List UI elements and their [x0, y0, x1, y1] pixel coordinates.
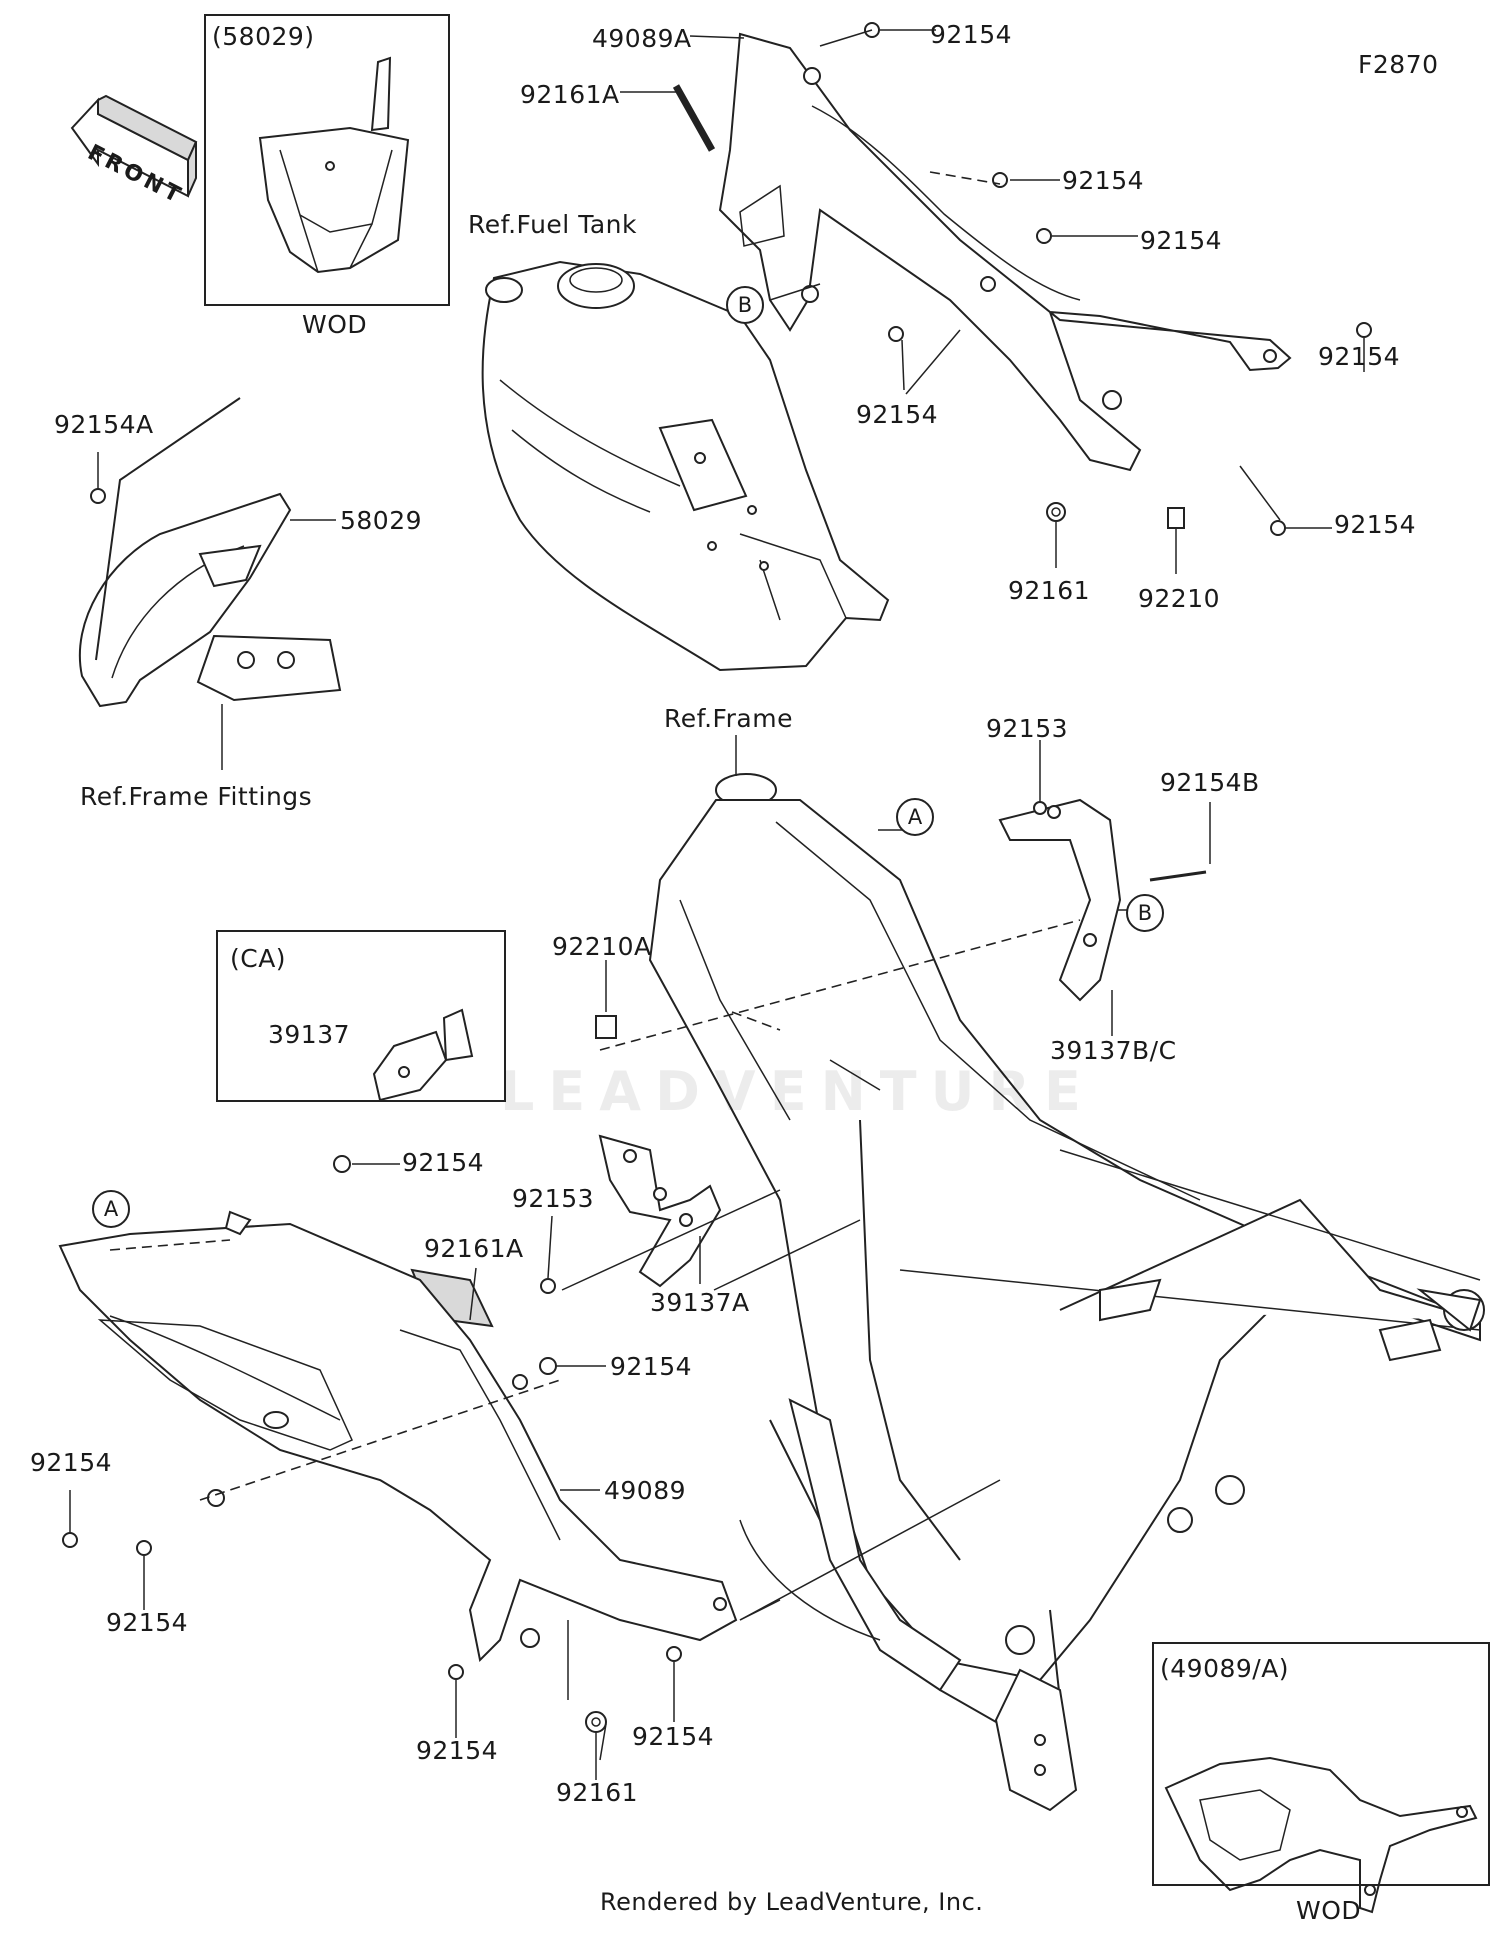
callout-b-upper: B: [726, 286, 764, 324]
part-92154-r4: 92154: [1334, 510, 1417, 539]
part-92154-b2: 92154: [632, 1722, 715, 1751]
part-92210A: 92210A: [552, 932, 652, 961]
inset-cover-caption: WOD: [1296, 1896, 1362, 1925]
part-92154-b1: 92154: [416, 1736, 499, 1765]
ref-fuel-tank: Ref.Fuel Tank: [468, 210, 637, 239]
part-49089: 49089: [604, 1476, 687, 1505]
callout-a-shroud: A: [92, 1190, 130, 1228]
inset-ca-box: [216, 930, 506, 1102]
watermark: LEADVENTURE: [500, 1060, 1095, 1123]
part-92154-r2: 92154: [1140, 226, 1223, 255]
inset-number-plate-title: (58029): [212, 22, 315, 51]
inset-cover-box: [1152, 1642, 1490, 1886]
part-92154A: 92154A: [54, 410, 154, 439]
ref-frame-fittings: Ref.Frame Fittings: [80, 782, 313, 811]
part-92154-r3: 92154: [1318, 342, 1401, 371]
part-92161-low: 92161: [556, 1778, 639, 1807]
number-plate-drawing: [258, 56, 410, 274]
bracket-39137-drawing: [372, 1008, 474, 1102]
part-92154-mid: 92154: [856, 400, 939, 429]
bracket-39137BC-drawing: [998, 798, 1207, 1002]
part-92154-l3: 92154: [30, 1448, 113, 1477]
side-cover-49089-drawing: [58, 1210, 738, 1663]
inset-number-plate-caption: WOD: [302, 310, 368, 339]
headlight-cover-drawing: [78, 397, 342, 708]
inset-number-plate-box: [204, 14, 450, 306]
part-92153-top: 92153: [986, 714, 1069, 743]
fuel-tank-drawing: [481, 260, 890, 672]
front-arrow-icon: [70, 94, 198, 198]
inset-cover-title: (49089/A): [1160, 1654, 1290, 1683]
cover-inset-drawing: [1164, 1756, 1478, 1914]
part-92210: 92210: [1138, 584, 1221, 613]
frame-drawing: [648, 773, 1485, 1812]
footer-credit: Rendered by LeadVenture, Inc.: [600, 1888, 984, 1916]
part-92154-r1: 92154: [1062, 166, 1145, 195]
part-92154-l4: 92154: [106, 1608, 189, 1637]
part-92154-l1: 92154: [402, 1148, 485, 1177]
bracket-39137A-drawing: [598, 1134, 722, 1288]
part-92154-top: 92154: [930, 20, 1013, 49]
inset-ca-title: (CA): [230, 944, 287, 973]
ref-frame: Ref.Frame: [664, 704, 793, 733]
inset-ca-part: 39137: [268, 1020, 351, 1049]
side-cover-49089A-drawing: [718, 32, 1292, 472]
part-58029: 58029: [340, 506, 423, 535]
part-92154-l2: 92154: [610, 1352, 693, 1381]
diagram-code: F2870: [1358, 50, 1439, 79]
part-92161A-top: 92161A: [520, 80, 620, 109]
callout-a-frame: A: [896, 798, 934, 836]
part-92161A-low: 92161A: [424, 1234, 524, 1263]
part-39137BC: 39137B/C: [1050, 1036, 1177, 1065]
part-39137A: 39137A: [650, 1288, 750, 1317]
part-92161-top: 92161: [1008, 576, 1091, 605]
part-92154B: 92154B: [1160, 768, 1260, 797]
callout-b-frame: B: [1126, 894, 1164, 932]
part-49089A: 49089A: [592, 24, 692, 53]
part-92153-low: 92153: [512, 1184, 595, 1213]
